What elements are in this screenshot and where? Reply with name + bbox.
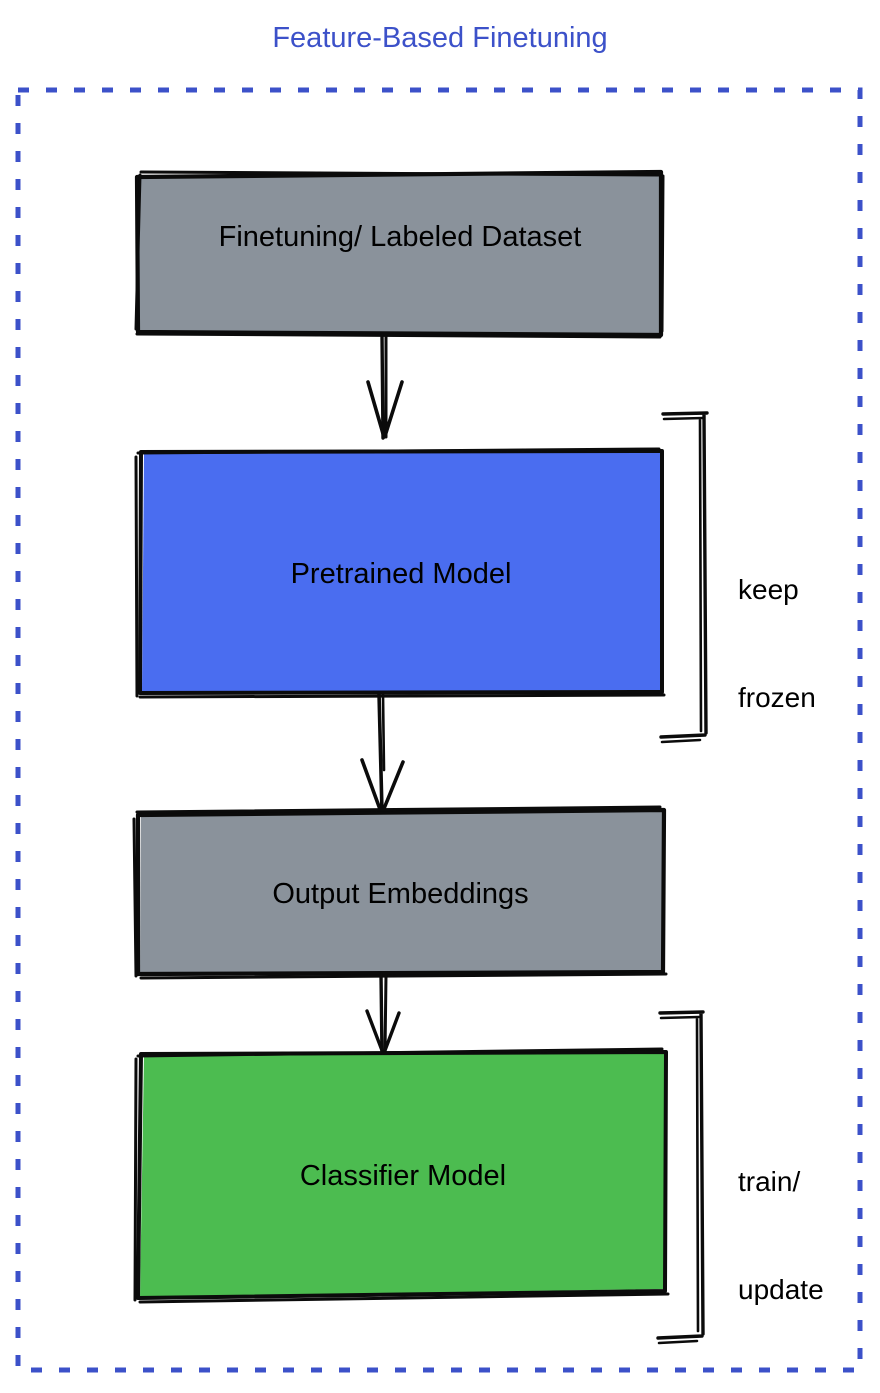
bracket-train-update bbox=[656, 1010, 705, 1345]
page-title: Feature-Based Finetuning bbox=[272, 22, 608, 54]
bracket-keep-frozen bbox=[659, 411, 709, 744]
node-pretrained-model[interactable] bbox=[134, 447, 666, 699]
annotation-keep-frozen: keep frozen bbox=[738, 500, 816, 788]
annotation-keep-frozen-line2: frozen bbox=[738, 682, 816, 713]
node-output-embeddings-outline-b bbox=[132, 805, 668, 980]
node-finetuning-dataset[interactable] bbox=[134, 169, 665, 339]
node-pretrained-model-outline-b bbox=[134, 447, 666, 699]
annotation-train-update: train/ update bbox=[738, 1092, 824, 1380]
node-finetuning-dataset-fill bbox=[139, 172, 661, 334]
node-output-embeddings[interactable] bbox=[132, 805, 668, 980]
annotation-train-update-line1: train/ bbox=[738, 1166, 801, 1197]
edge-pretrained-to-embeddings bbox=[360, 691, 405, 814]
outer-dashed-frame bbox=[15, 87, 863, 1373]
node-classifier-model-outline-b bbox=[133, 1047, 670, 1304]
node-pretrained-model-fill bbox=[142, 452, 661, 692]
edge-dataset-to-pretrained bbox=[366, 333, 404, 440]
node-classifier-model[interactable] bbox=[133, 1047, 670, 1304]
annotation-keep-frozen-line1: keep bbox=[738, 574, 799, 605]
node-finetuning-dataset-outline-b bbox=[134, 170, 665, 339]
node-classifier-model-fill bbox=[140, 1053, 665, 1297]
node-output-embeddings-fill bbox=[140, 811, 663, 973]
annotation-train-update-line2: update bbox=[738, 1274, 824, 1305]
edge-embeddings-to-classifier bbox=[365, 972, 401, 1056]
node-output-embeddings-outline-a bbox=[135, 807, 667, 977]
